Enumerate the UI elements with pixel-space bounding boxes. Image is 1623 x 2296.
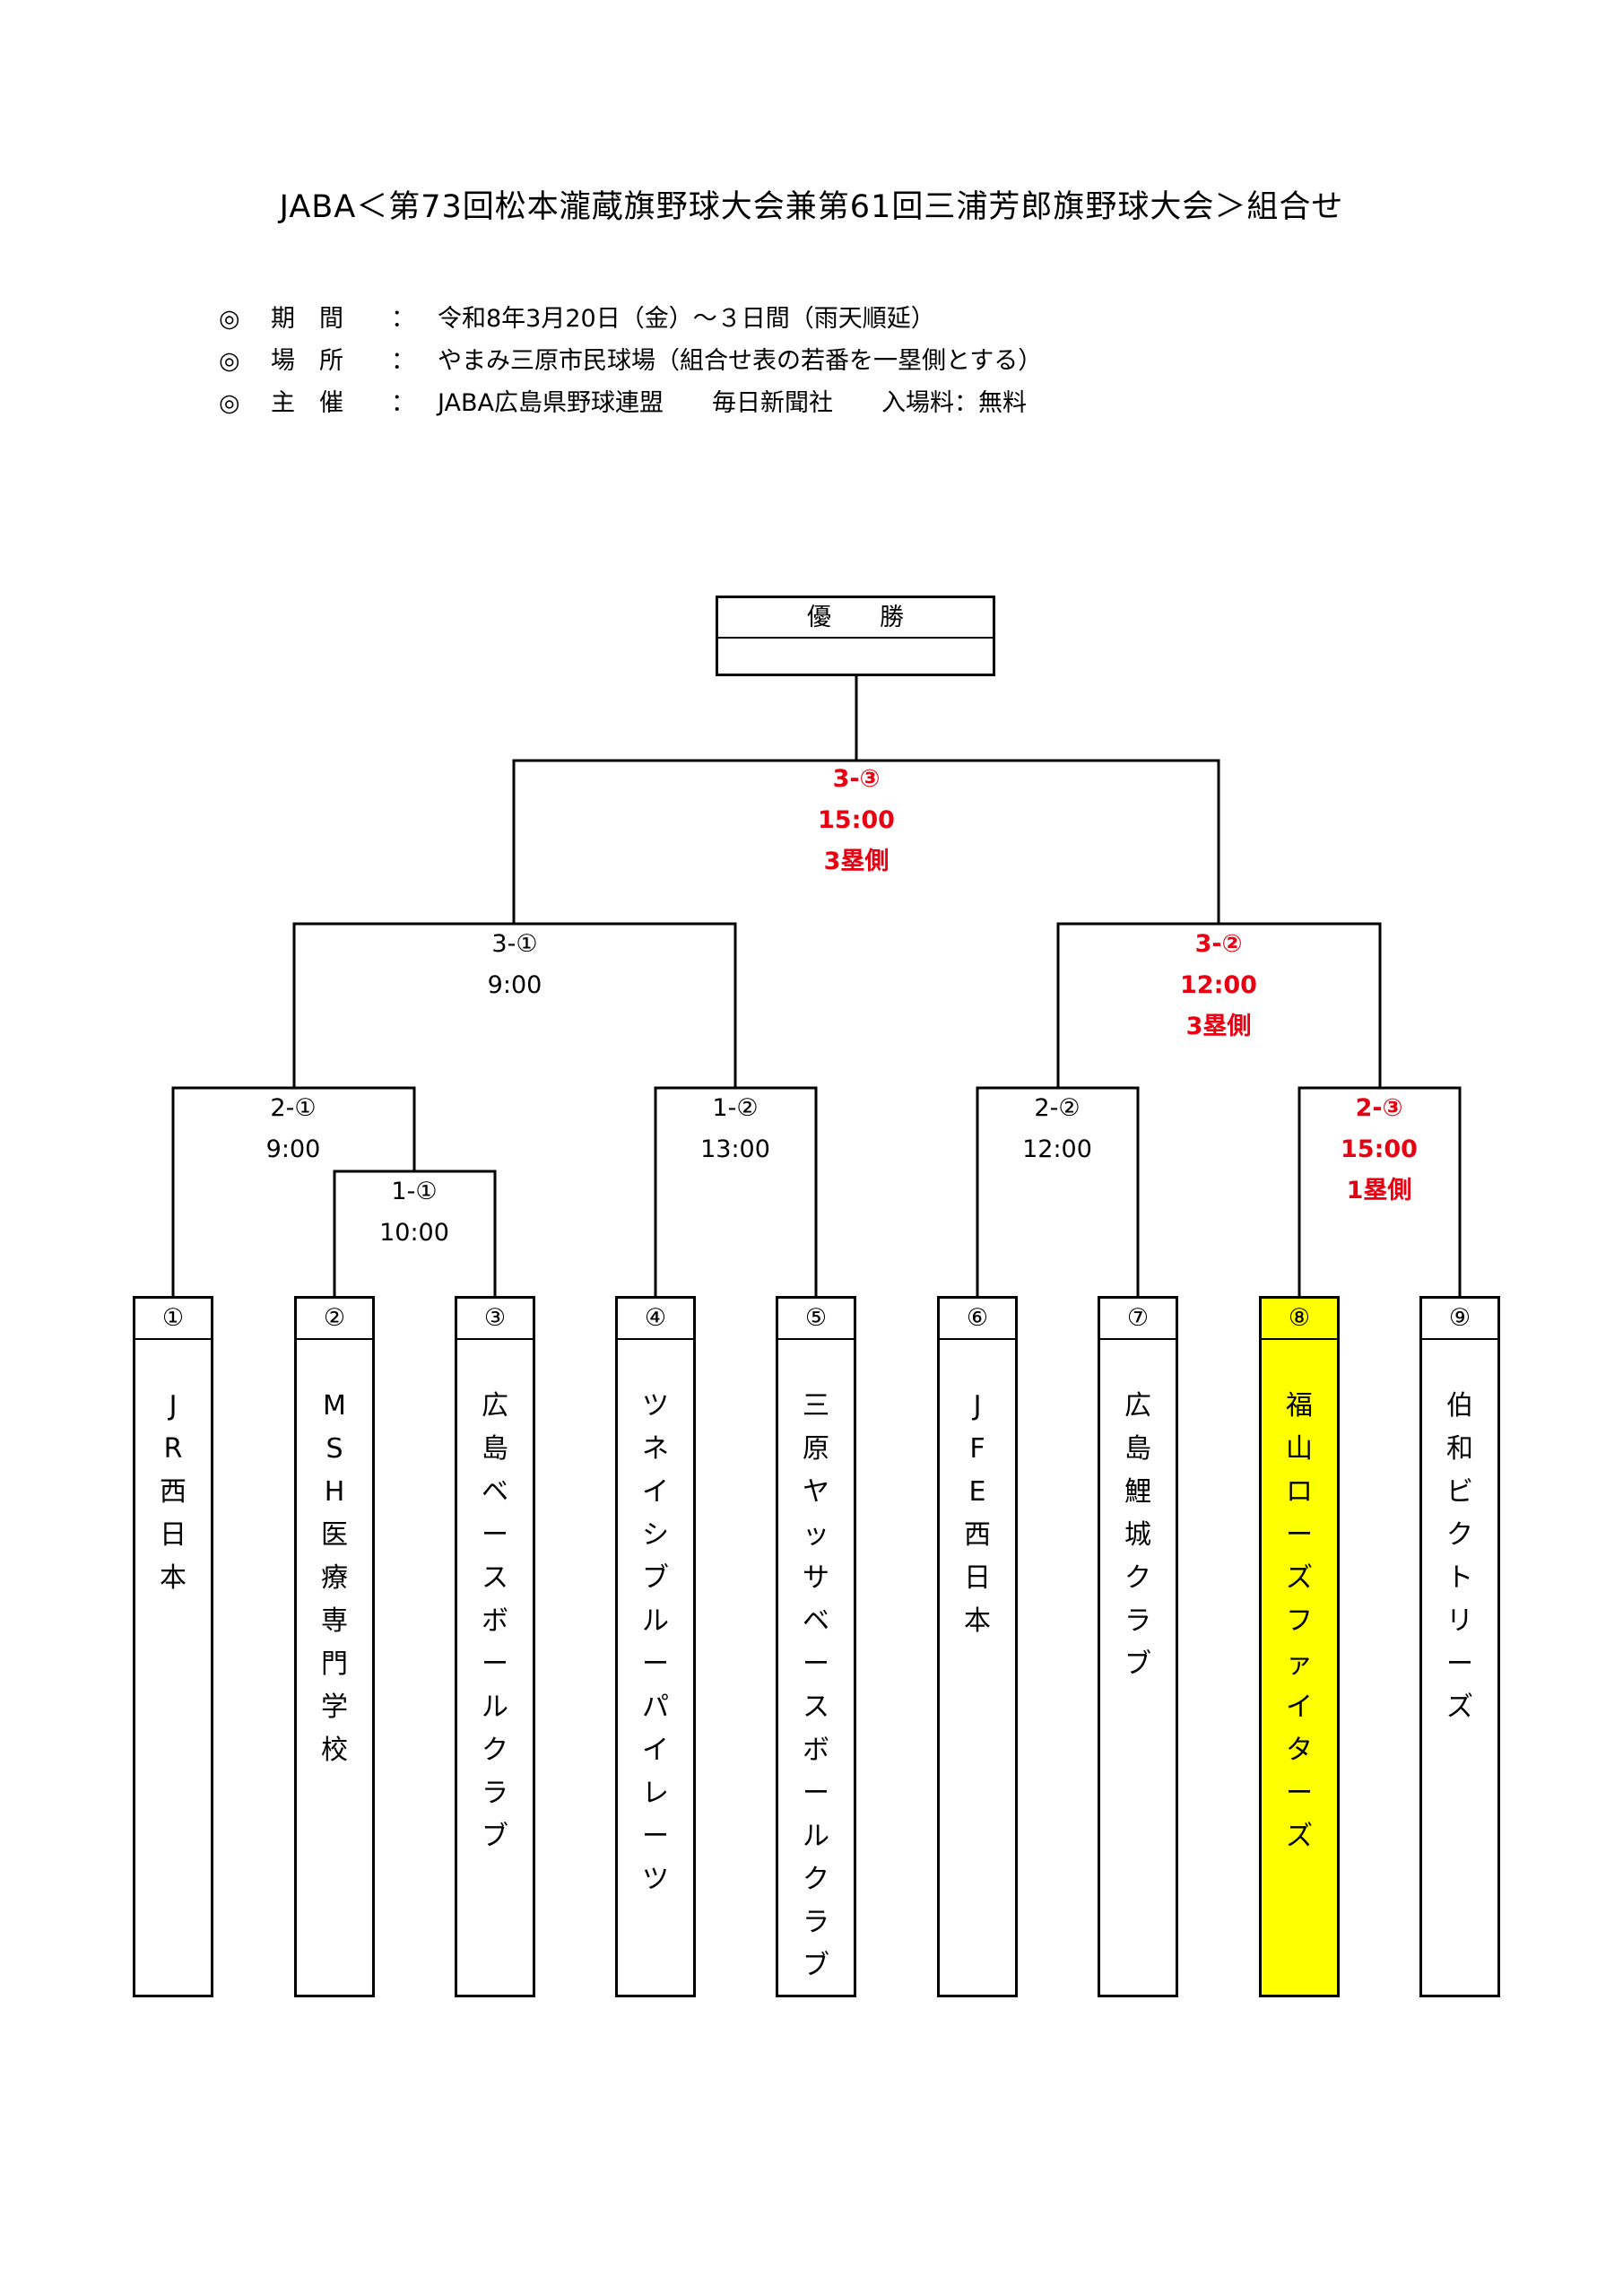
info-label: 期 間 bbox=[271, 305, 343, 333]
match-game: 1-② bbox=[712, 1094, 759, 1122]
bracket-line bbox=[512, 759, 1220, 924]
match-time: 15:00 bbox=[1341, 1135, 1418, 1163]
bracket-line bbox=[333, 1170, 497, 1296]
winner-name bbox=[718, 639, 993, 676]
info-colon: ： bbox=[391, 389, 415, 417]
match-game: 3-③ bbox=[832, 765, 881, 793]
match-semi2: 3-② 12:00 3塁側 bbox=[1138, 924, 1299, 1048]
team-seed: ② bbox=[297, 1299, 372, 1340]
bullet-icon: ◎ bbox=[219, 347, 240, 375]
match-qf2: 1-② 13:00 bbox=[655, 1088, 816, 1170]
match-r1: 1-① 10:00 bbox=[334, 1171, 495, 1254]
match-semi1: 3-① 9:00 bbox=[434, 924, 595, 1006]
match-game: 1-① bbox=[391, 1178, 438, 1205]
team-box: ⑧ 福山ローズファイターズ bbox=[1259, 1296, 1340, 1997]
team-seed: ⑨ bbox=[1422, 1299, 1497, 1340]
team-seed: ③ bbox=[457, 1299, 533, 1340]
match-time: 13:00 bbox=[700, 1135, 770, 1163]
match-qf3: 2-② 12:00 bbox=[976, 1088, 1138, 1170]
bracket-line bbox=[654, 1086, 818, 1296]
match-side: 3塁側 bbox=[1185, 1013, 1252, 1040]
team-seed: ⑧ bbox=[1262, 1299, 1337, 1340]
team-box: ⑤ 三原ヤッサベースボールクラブ bbox=[776, 1296, 856, 1997]
match-time: 15:00 bbox=[818, 806, 895, 834]
team-seed: ⑦ bbox=[1100, 1299, 1176, 1340]
team-seed: ⑥ bbox=[940, 1299, 1015, 1340]
bullet-icon: ◎ bbox=[219, 305, 240, 333]
bullet-icon: ◎ bbox=[219, 389, 240, 417]
bracket-line bbox=[1056, 922, 1382, 1088]
bracket-line bbox=[292, 922, 737, 1088]
bracket-line bbox=[976, 1086, 1140, 1296]
match-time: 12:00 bbox=[1022, 1135, 1092, 1163]
info-value: JABA広島県野球連盟 毎日新聞社 入場料：無料 bbox=[438, 389, 1027, 417]
team-name: 伯和ビクトリーズ bbox=[1446, 1390, 1473, 1723]
match-game: 3-① bbox=[491, 930, 538, 958]
team-name: 福山ローズファイターズ bbox=[1286, 1390, 1313, 1852]
match-time: 12:00 bbox=[1180, 971, 1257, 999]
match-side: 1塁側 bbox=[1346, 1177, 1412, 1205]
match-game: 2-① bbox=[270, 1094, 317, 1122]
info-colon: ： bbox=[391, 347, 415, 375]
info-value: 令和8年3月20日（金）～３日間（雨天順延） bbox=[438, 305, 935, 333]
match-qf1: 2-① 9:00 bbox=[213, 1088, 374, 1170]
match-final: 3-③ 15:00 3塁側 bbox=[776, 759, 937, 883]
info-value: やまみ三原市民球場（組合せ表の若番を一塁側とする） bbox=[438, 347, 1043, 375]
team-seed: ① bbox=[135, 1299, 211, 1340]
info-label: 場 所 bbox=[271, 347, 343, 375]
team-seed: ⑤ bbox=[778, 1299, 854, 1340]
team-seed: ④ bbox=[618, 1299, 693, 1340]
winner-box: 優 勝 bbox=[716, 596, 995, 676]
team-box: ⑦ 広島鯉城クラブ bbox=[1098, 1296, 1178, 1997]
team-box: ⑨ 伯和ビクトリーズ bbox=[1419, 1296, 1500, 1997]
match-game: 2-② bbox=[1034, 1094, 1081, 1122]
match-time: 10:00 bbox=[379, 1219, 449, 1247]
info-label: 主 催 bbox=[271, 389, 343, 417]
info-colon: ： bbox=[391, 305, 415, 333]
match-side: 3塁側 bbox=[823, 848, 890, 875]
team-box: ④ ツネイシブルーパイレーツ bbox=[615, 1296, 696, 1997]
match-time: 9:00 bbox=[487, 971, 542, 999]
team-name: 広島鯉城クラブ bbox=[1124, 1390, 1151, 1680]
match-game: 3-② bbox=[1194, 930, 1243, 958]
team-name: ツネイシブルーパイレーツ bbox=[642, 1390, 669, 1895]
match-time: 9:00 bbox=[265, 1135, 321, 1163]
bracket-line bbox=[1298, 1086, 1462, 1296]
team-name: 三原ヤッサベースボールクラブ bbox=[803, 1390, 829, 1981]
bracket-line bbox=[171, 1086, 416, 1296]
team-name: 広島ベースボールクラブ bbox=[482, 1390, 508, 1852]
winner-label: 優 勝 bbox=[718, 598, 993, 639]
match-qf4: 2-③ 15:00 1塁側 bbox=[1298, 1088, 1460, 1212]
team-box: ③ 広島ベースボールクラブ bbox=[455, 1296, 535, 1997]
page-title: JABA＜第73回松本瀧蔵旗野球大会兼第61回三浦芳郎旗野球大会＞組合せ bbox=[279, 189, 1344, 225]
match-game: 2-③ bbox=[1355, 1094, 1403, 1122]
